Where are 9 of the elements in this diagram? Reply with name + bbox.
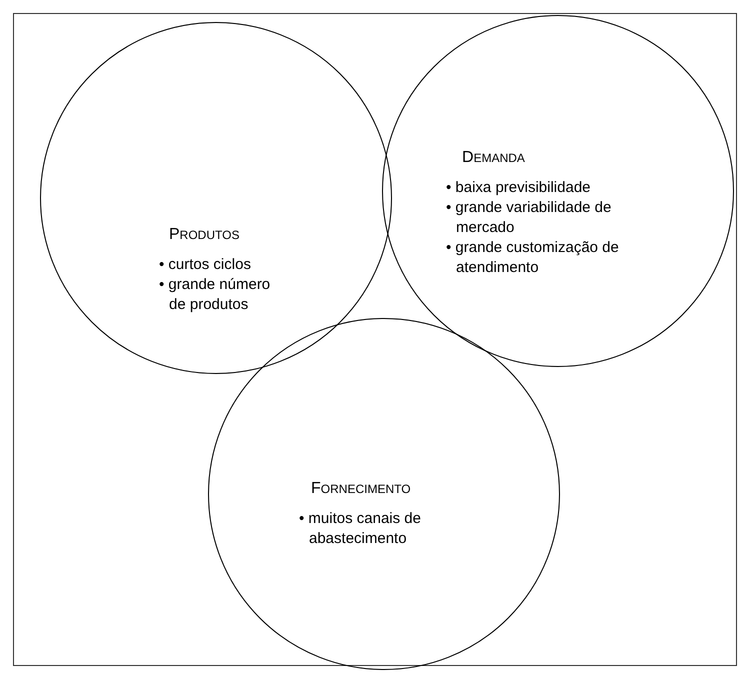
circle-heading: DEMANDA [462,148,525,168]
bullet-item: • curtos ciclos [159,255,252,275]
circle-heading: PRODUTOS [169,225,240,245]
bullet-item: • muitos canais de abastecimento [299,509,422,549]
bullet-item: • baixa previsibilidade [446,178,592,198]
bullet-item: • grande variabilidade de mercado [446,198,612,238]
circle-heading: FORNECIMENTO [311,479,411,499]
bullet-item: • grande customização de atendimento [446,238,620,278]
bullet-item: • grande número de produtos [159,275,272,315]
